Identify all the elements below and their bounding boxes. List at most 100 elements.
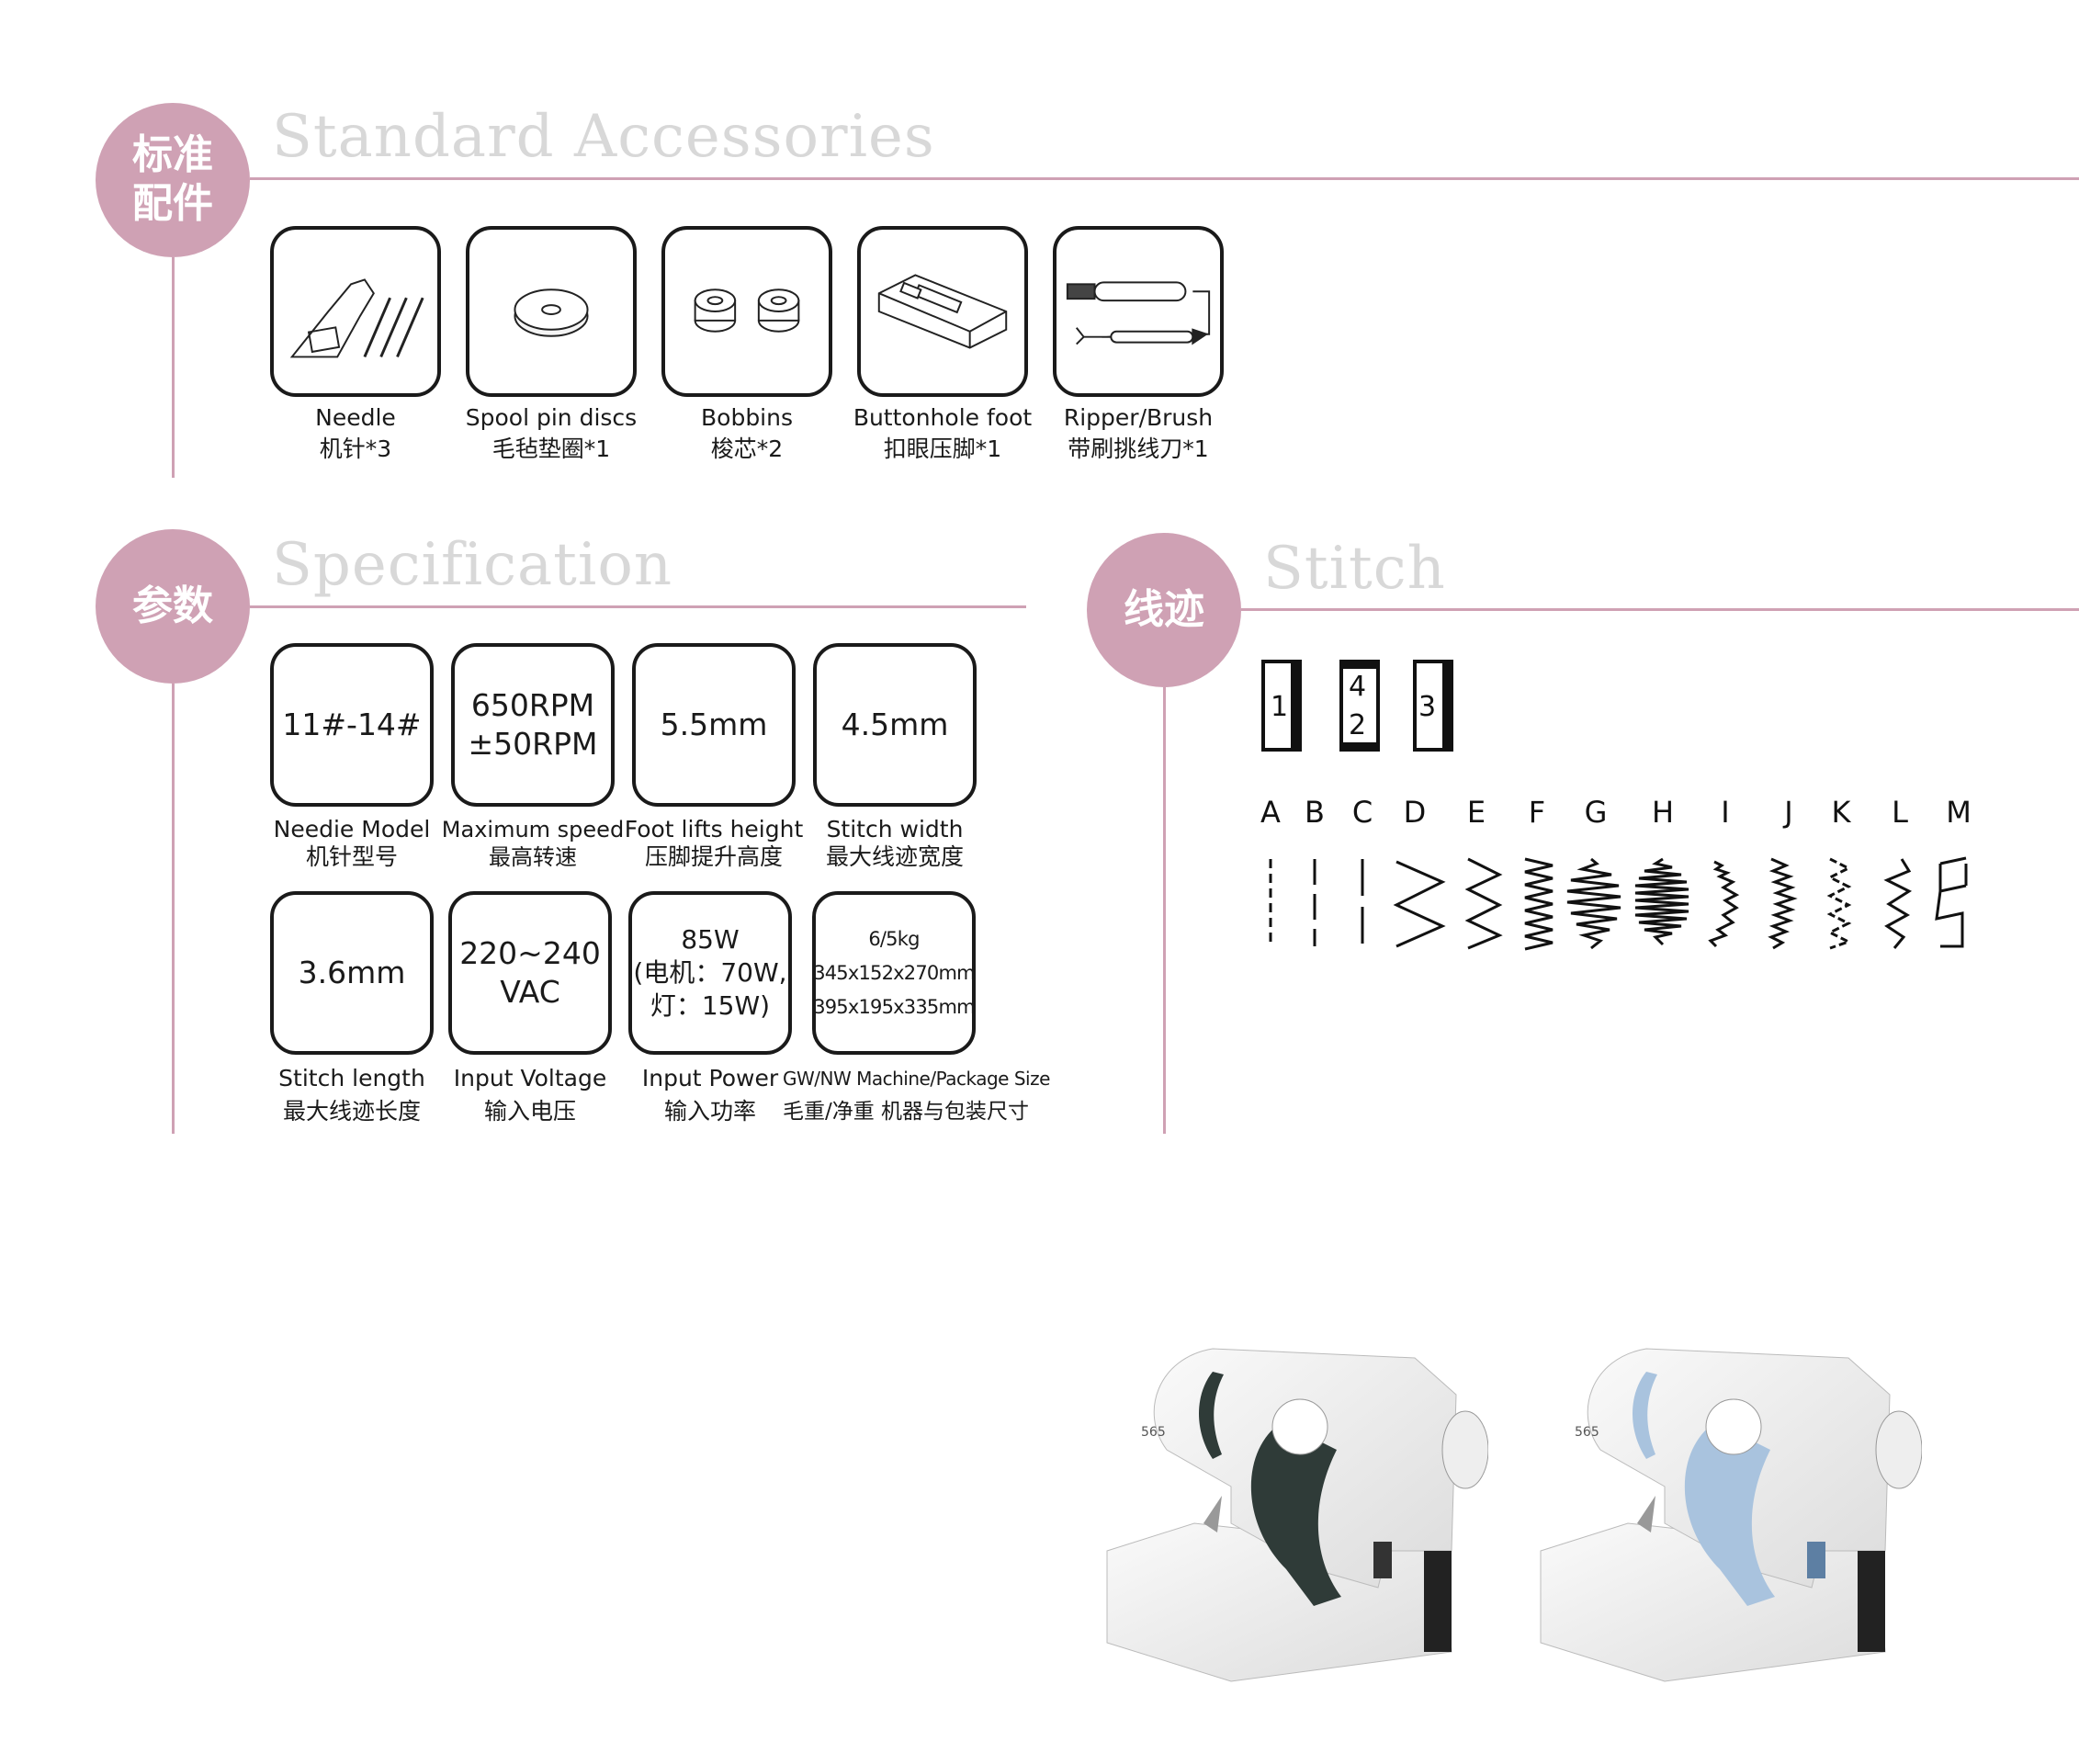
caption-en: Ripper/Brush xyxy=(1063,404,1214,431)
stitch-pattern-m xyxy=(1935,856,1968,948)
stitch-letter-e: E xyxy=(1466,795,1486,830)
stitch-pattern-k xyxy=(1826,857,1852,950)
specification-badge: 参数 xyxy=(96,529,250,684)
spec-value: 11#-14# xyxy=(282,707,422,742)
caption-en: Needle xyxy=(315,404,396,431)
spec-value-line-3: 灯：15W) xyxy=(650,990,771,1021)
spec-value-line-2: (电机：70W, xyxy=(633,957,787,988)
stitch-letter-g: G xyxy=(1584,795,1608,830)
stitch-letter-m: M xyxy=(1946,795,1972,830)
caption-zh: 毛毡垫圈*1 xyxy=(492,435,611,462)
spec-value-line-1: 6/5kg xyxy=(868,927,920,950)
stitch-letter-d: D xyxy=(1403,795,1427,830)
stitch-letter-l: L xyxy=(1892,795,1908,830)
stitch-letter-k: K xyxy=(1831,795,1851,830)
caption-zh: 毛重/净重 机器与包装尺寸 xyxy=(783,1100,1030,1124)
sewing-machine-dark: 565 xyxy=(1106,1348,1488,1682)
spec-value-line-2: 345x152x270mm xyxy=(813,961,975,984)
accessory-tile-buttonhole-foot xyxy=(857,226,1028,397)
selector-label: 3 xyxy=(1418,691,1437,723)
stitch-selector-4-2: 4 2 xyxy=(1339,660,1380,752)
stitch-letter-a: A xyxy=(1260,795,1281,830)
spec-tile-max-speed: 650RPM±50RPM xyxy=(451,643,615,807)
bobbins-icon xyxy=(694,288,800,333)
spec-value: 5.5mm xyxy=(660,707,768,742)
stitch-pattern-d xyxy=(1393,860,1446,948)
stitch-selector-1: 1 xyxy=(1261,660,1302,752)
selector-label-bottom: 2 xyxy=(1349,709,1367,741)
accessories-vrule xyxy=(172,257,175,478)
stitch-pattern-h xyxy=(1634,857,1689,946)
caption-en: Input Power xyxy=(641,1065,779,1091)
caption-en: Stitch length xyxy=(278,1065,425,1091)
caption-en: Needie Model xyxy=(273,816,431,842)
spec-value-line-1: 220~240 xyxy=(459,935,601,971)
accessory-caption-ripper: Ripper/Brush 带刷挑线刀*1 xyxy=(1037,402,1239,465)
accessories-badge: 标准配件 xyxy=(96,103,250,257)
caption-en: GW/NW Machine/Package Size xyxy=(783,1068,1050,1090)
spec-value-line-1: 85W xyxy=(681,924,740,955)
stitch-title: Stitch xyxy=(1263,535,1446,603)
stitch-pattern-i xyxy=(1708,860,1740,948)
caption-en: Buttonhole foot xyxy=(853,404,1033,431)
badge-line-2: 配件 xyxy=(132,180,213,227)
specification-rule xyxy=(250,605,1026,608)
stitch-letter-j: J xyxy=(1784,795,1793,830)
accessory-caption-spool: Spool pin discs 毛毡垫圈*1 xyxy=(450,402,652,465)
stitch-selector-3: 3 xyxy=(1413,660,1453,752)
accessory-tile-bobbins xyxy=(661,226,832,397)
caption-zh: 机针型号 xyxy=(305,843,398,870)
stitch-letter-b: B xyxy=(1305,795,1325,830)
spec-tile-stitch-width: 4.5mm xyxy=(813,643,977,807)
needle-icon xyxy=(289,278,424,358)
stitch-pattern-j xyxy=(1768,857,1798,950)
badge-line-1: 标准 xyxy=(132,131,213,179)
stitch-badge: 线迹 xyxy=(1087,533,1241,687)
spec-value: 4.5mm xyxy=(841,707,949,742)
stitch-letter-h: H xyxy=(1651,795,1675,830)
spec-tile-stitch-length: 3.6mm xyxy=(270,891,434,1055)
accessories-title: Standard Accessories xyxy=(272,103,935,171)
selector-label-top: 4 xyxy=(1349,671,1367,703)
accessory-tile-spool xyxy=(466,226,637,397)
selector-label: 1 xyxy=(1271,691,1289,723)
caption-zh: 输入功率 xyxy=(663,1098,756,1125)
stitch-vrule xyxy=(1163,687,1166,1134)
stitch-letter-c: C xyxy=(1351,795,1373,830)
spool-disc-icon xyxy=(514,288,589,337)
stitch-rule xyxy=(1241,608,2079,611)
specification-title: Specification xyxy=(272,531,673,599)
spec-value-line-3: 395x195x335mm xyxy=(813,995,975,1018)
buttonhole-foot-icon xyxy=(877,274,1008,349)
stitch-pattern-g xyxy=(1566,857,1621,950)
stitch-pattern-e xyxy=(1464,857,1503,950)
caption-zh: 输入电压 xyxy=(483,1098,576,1125)
sewing-machine-blue: 565 xyxy=(1540,1348,1922,1682)
spec-value-line-2: VAC xyxy=(500,974,560,1010)
spec-tile-needle-model: 11#-14# xyxy=(270,643,434,807)
stitch-patterns xyxy=(1269,856,1968,951)
spec-value: 3.6mm xyxy=(298,955,406,990)
spec-tile-foot-lift: 5.5mm xyxy=(632,643,796,807)
specification-vrule xyxy=(172,684,175,1134)
caption-zh: 最高转速 xyxy=(489,844,577,870)
caption-zh: 压脚提升高度 xyxy=(644,843,783,870)
caption-en: Spool pin discs xyxy=(465,404,638,431)
machine-model-label: 565 xyxy=(1575,1425,1599,1440)
caption-en: Foot lifts height xyxy=(624,816,804,842)
spec-caption-input-power: Input Power 输入功率 xyxy=(618,1062,802,1128)
stitch-pattern-f xyxy=(1524,857,1554,951)
spec-tile-input-power: 85W(电机：70W,灯：15W) xyxy=(628,891,792,1055)
caption-en: Stitch width xyxy=(826,816,964,842)
accessory-tile-needle xyxy=(270,226,441,397)
caption-en: Maximum speed xyxy=(441,817,625,842)
caption-zh: 带刷挑线刀*1 xyxy=(1068,435,1209,462)
